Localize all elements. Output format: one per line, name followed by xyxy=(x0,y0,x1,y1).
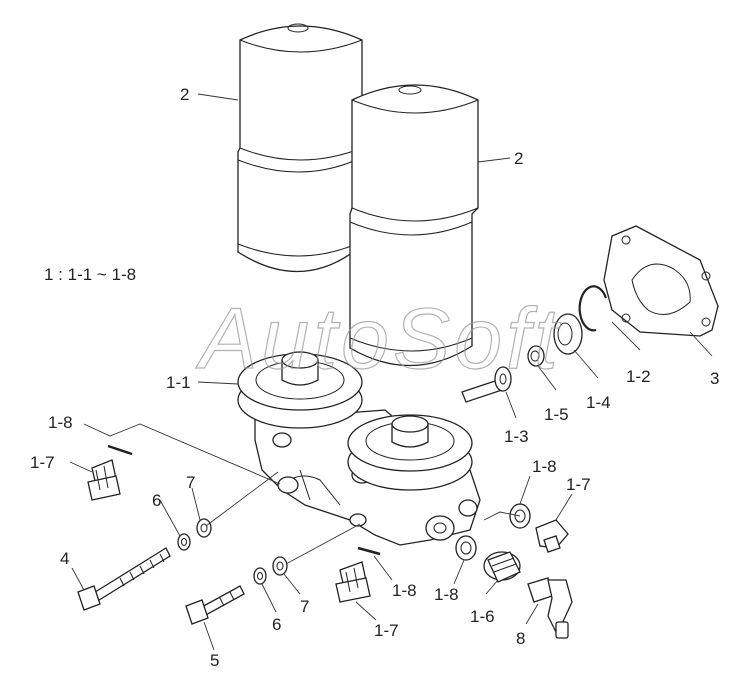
mounting-plate-left xyxy=(237,351,363,429)
plug-left xyxy=(87,459,121,501)
legend-note: 1 : 1-1 ~ 1-8 xyxy=(44,265,136,284)
label-washer-upper-a: 6 xyxy=(152,491,161,510)
washer-lower-small xyxy=(253,567,267,585)
label-short-bolt: 5 xyxy=(210,651,219,670)
washer-upper-large xyxy=(196,518,212,538)
label-o-ring: 1-5 xyxy=(544,405,569,424)
label-switch: 8 xyxy=(516,629,525,648)
plug-bottom xyxy=(335,561,371,603)
seal-ring xyxy=(553,313,583,355)
center-bolt xyxy=(461,366,512,403)
seal-pin-left xyxy=(107,444,133,456)
gasket xyxy=(603,225,719,337)
label-center-bolt: 1-3 xyxy=(504,427,529,446)
label-sender-valve: 1-6 xyxy=(470,607,495,626)
label-pin-left-top: 1-8 xyxy=(48,413,73,432)
label-pin-bottom-right: 1-8 xyxy=(434,585,459,604)
label-filter-right: 2 xyxy=(514,149,523,168)
long-bolt xyxy=(77,547,171,611)
label-gasket: 3 xyxy=(710,369,719,388)
label-washer-lower-b: 7 xyxy=(300,597,309,616)
label-snap-ring: 1-2 xyxy=(626,367,651,386)
leader-lines xyxy=(69,93,713,651)
filter-cartridge-right xyxy=(349,84,479,367)
washer-upper-small xyxy=(177,533,191,551)
label-plug-bottom: 1-7 xyxy=(374,621,399,640)
seal-washer-right-bottom xyxy=(455,535,477,561)
watermark: AutoSoft xyxy=(195,291,562,387)
label-washer-lower-a: 6 xyxy=(272,615,281,634)
label-filter-left: 2 xyxy=(180,85,189,104)
label-seal-ring: 1-4 xyxy=(586,393,611,412)
seal-pin-bottom xyxy=(357,546,381,556)
label-head-left: 1-1 xyxy=(166,373,191,392)
washer-lower-large xyxy=(272,556,288,576)
snap-ring xyxy=(578,285,608,332)
label-plug-left: 1-7 xyxy=(30,453,55,472)
short-bolt xyxy=(185,585,245,625)
label-pin-right-top: 1-8 xyxy=(532,457,557,476)
label-washer-upper-b: 7 xyxy=(186,473,195,492)
pressure-switch xyxy=(527,577,573,639)
label-long-bolt: 4 xyxy=(60,549,69,568)
sender-valve xyxy=(483,551,521,583)
mounting-plate-right xyxy=(347,414,473,491)
label-pin-bottom-mid: 1-8 xyxy=(392,581,417,600)
o-ring xyxy=(527,345,545,367)
plug-right xyxy=(535,519,569,553)
label-plug-right: 1-7 xyxy=(566,475,591,494)
filter-cartridge-left xyxy=(237,23,363,273)
